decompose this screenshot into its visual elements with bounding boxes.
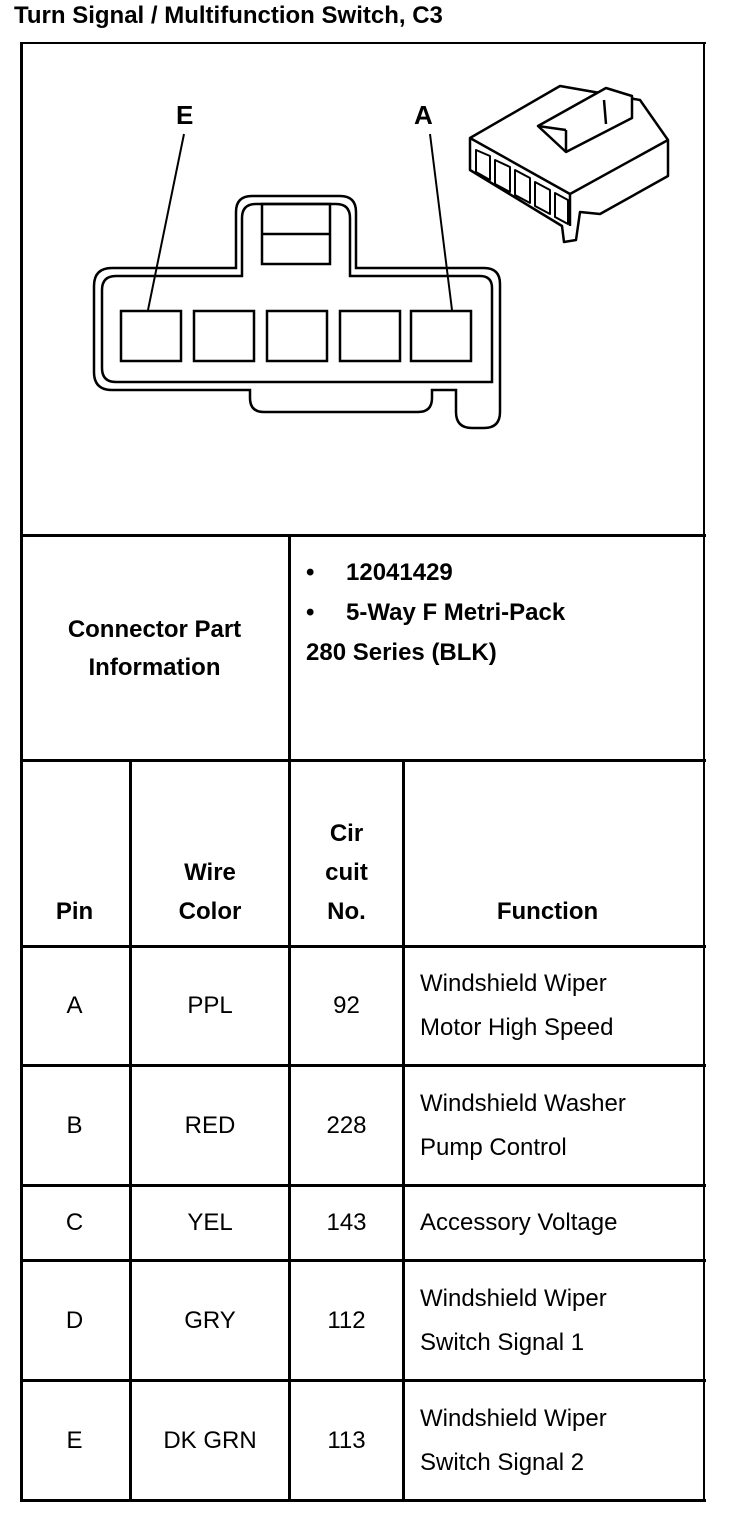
connector-info-label: Connector Part Information	[20, 537, 289, 761]
thumbnail-cavities	[475, 149, 569, 225]
header-pin: Pin	[55, 898, 94, 925]
header-circuit-line1: Cir	[329, 820, 364, 847]
row-c-wire-color: YEL	[187, 1209, 233, 1236]
row-e-function: Windshield Wiper Switch Signal 2	[420, 1382, 700, 1499]
row-b-function-line1: Windshield Washer	[420, 1089, 626, 1117]
cavity-d	[192, 309, 256, 363]
connector-face-outline	[92, 194, 502, 430]
page-title: Turn Signal / Multifunction Switch, C3	[14, 2, 443, 29]
row-c-function-line1: Accessory Voltage	[420, 1209, 618, 1236]
cavity-b	[338, 309, 402, 363]
separator-row-c	[20, 1259, 706, 1262]
divider-wire	[288, 761, 291, 1501]
cavity-a	[409, 309, 473, 363]
row-b-pin: B	[66, 1111, 83, 1139]
row-a-circuit: 92	[333, 992, 360, 1019]
part-number-line: • 12041429	[306, 553, 696, 593]
header-wire-color-line1: Wire	[184, 859, 236, 886]
row-d-function-line1: Windshield Wiper	[420, 1284, 607, 1312]
row-b-function: Windshield Washer Pump Control	[420, 1067, 700, 1184]
row-a-wire-color: PPL	[187, 992, 233, 1019]
document-frame	[20, 42, 706, 1502]
row-d-function: Windshield Wiper Switch Signal 1	[420, 1262, 700, 1379]
header-wire-color-line2: Color	[178, 898, 242, 925]
header-wire-color: Wire Color	[132, 853, 288, 931]
row-d-wire-color: GRY	[184, 1306, 236, 1334]
separator-info	[20, 759, 706, 762]
row-a-pin: A	[66, 992, 83, 1019]
row-b-circuit: 228	[326, 1111, 367, 1139]
part-number: 12041429	[346, 559, 453, 586]
row-d-circuit: 112	[327, 1306, 366, 1334]
divider-circuit	[402, 761, 405, 1501]
separator-diagram	[20, 534, 706, 537]
connector-description: 5-Way F Metri-Pack	[346, 599, 566, 626]
row-d-function-line2: Switch Signal 1	[420, 1328, 585, 1356]
row-e-circuit: 113	[327, 1426, 366, 1454]
separator-row-d	[20, 1379, 706, 1382]
pin-cavities	[119, 309, 473, 363]
cavity-c	[265, 309, 329, 363]
row-e-function-line1: Windshield Wiper	[420, 1404, 607, 1432]
header-circuit: Cir cuit No.	[291, 814, 402, 931]
row-e-wire-color: DK GRN	[163, 1426, 257, 1454]
connector-series: 280 Series (BLK)	[306, 639, 497, 666]
row-d-pin: D	[65, 1306, 84, 1334]
header-function: Function	[496, 898, 599, 925]
row-c-pin: C	[65, 1209, 84, 1236]
header-circuit-line2: cuit	[325, 859, 368, 886]
pin-label-e: E	[176, 100, 193, 130]
row-e-function-line2: Switch Signal 2	[420, 1448, 585, 1476]
description-line: • 5-Way F Metri-Pack	[306, 593, 696, 633]
row-c-function: Accessory Voltage	[420, 1187, 700, 1259]
leader-line-a	[429, 133, 453, 311]
row-a-function: Windshield Wiper Motor High Speed	[420, 948, 700, 1064]
bullet-icon: •	[306, 559, 315, 586]
connector-3d-thumbnail	[468, 84, 670, 244]
row-b-function-line2: Pump Control	[420, 1133, 567, 1161]
connector-info-label-line2: Information	[88, 654, 221, 681]
frame-right-border	[703, 42, 705, 1502]
separator-row-a	[20, 1064, 706, 1067]
row-a-function-line1: Windshield Wiper	[420, 970, 607, 997]
leader-line-e	[147, 133, 185, 311]
row-c-circuit: 143	[326, 1209, 367, 1236]
divider-pin	[129, 761, 132, 1501]
row-b-wire-color: RED	[184, 1111, 236, 1139]
connector-info-values: • 12041429 • 5-Way F Metri-Pack 280 Series…	[306, 553, 696, 673]
header-circuit-line3: No.	[327, 898, 366, 925]
row-a-function-line2: Motor High Speed	[420, 1014, 614, 1041]
cavity-e	[119, 309, 183, 363]
separator-row-b	[20, 1184, 706, 1187]
connector-info-label-line1: Connector Part	[67, 616, 242, 643]
bullet-icon: •	[306, 599, 315, 626]
divider-info	[288, 537, 291, 761]
pin-label-a: A	[414, 100, 433, 130]
connector-diagram: E A	[92, 84, 670, 430]
separator-header	[20, 945, 706, 948]
row-e-pin: E	[66, 1426, 83, 1454]
